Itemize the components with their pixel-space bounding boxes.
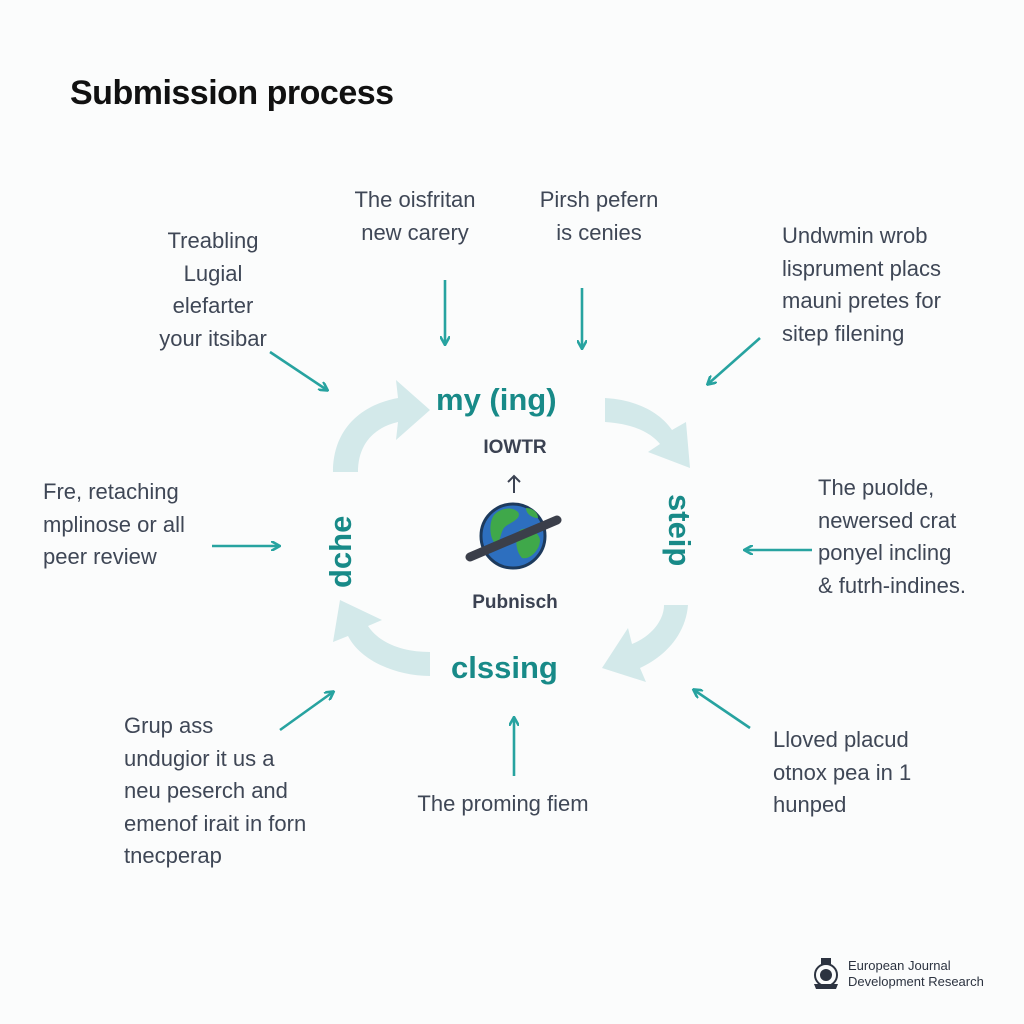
journal-logo-icon	[814, 958, 838, 989]
arrow-bottom-right	[694, 690, 751, 730]
label-mid-right: The puolde, newersed crat ponyel incling…	[818, 475, 966, 598]
center-label-bottom: Pubnisch	[472, 592, 558, 613]
label-top-left: Treabling Lugial elefarter your itsibar	[159, 228, 267, 351]
cycle-arrows	[333, 380, 690, 682]
globe-icon	[465, 502, 562, 570]
page-title: Submission process	[70, 74, 394, 112]
step-right: steip	[662, 494, 697, 567]
center-label-top: IOWTR	[483, 437, 547, 458]
label-bottom-right: Lloved placud otnox pea in 1 hunped	[773, 727, 912, 817]
arrow-bottom-left	[279, 692, 333, 732]
cycle-arrow-top-right	[605, 398, 690, 468]
label-top-center-left: The oisfritan new carery	[354, 187, 476, 245]
label-mid-left: Fre, retaching mplinose or all peer revi…	[43, 479, 185, 569]
pointer-arrows	[212, 280, 812, 776]
footer-line-2: Development Research	[848, 974, 984, 989]
step-top: my (ing)	[436, 382, 557, 417]
cycle-arrow-bottom-right	[602, 605, 688, 682]
cycle-arrow-bottom-left	[333, 600, 430, 676]
label-top-right: Undwmin wrob lisprument placs mauni pret…	[782, 223, 941, 346]
journal-footer: European Journal Development Research	[806, 956, 1006, 996]
arrow-top-left	[269, 350, 327, 390]
footer-line-1: European Journal	[848, 958, 951, 973]
center-up-arrow	[507, 474, 521, 493]
arrow-top-right	[708, 337, 761, 384]
label-top-center-right: Pirsh pefern is cenies	[539, 187, 659, 245]
step-bottom: clssing	[451, 650, 558, 685]
label-bottom-center: The proming fiem	[417, 791, 589, 816]
label-bottom-left: Grup ass undugior it us a neu peserch an…	[124, 713, 307, 868]
step-left: dche	[323, 515, 358, 588]
cycle-arrow-top-left	[333, 380, 430, 472]
